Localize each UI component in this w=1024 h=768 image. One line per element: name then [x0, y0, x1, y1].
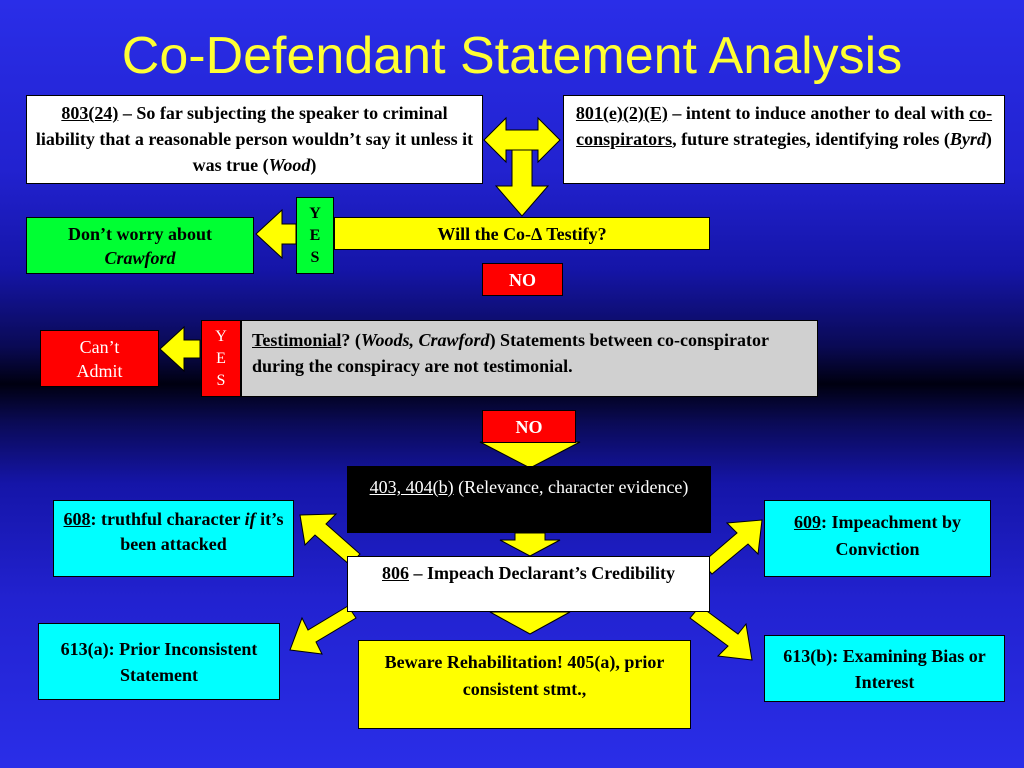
dont-worry-crawford-box: Don’t worry about Crawford [26, 217, 254, 274]
testimonial-box: Testimonial? (Woods, Crawford) Statement… [241, 320, 818, 397]
rule-608-text-b: it’s been attacked [120, 509, 284, 554]
yes-letter-s: S [216, 371, 226, 389]
rule-609-text: : Impeachment by Conviction [821, 512, 961, 559]
rule-608-if: if [244, 509, 256, 529]
case-byrd: Byrd [949, 129, 986, 149]
yes-letter-e: E [216, 349, 226, 367]
case-crawford: Crawford [104, 247, 176, 268]
rule-608-label: 608 [63, 509, 91, 529]
arrow-to-613a [289, 605, 357, 655]
yes-badge-middle: Y E S [201, 320, 241, 397]
cant-admit-line2: Admit [76, 360, 123, 381]
rule-803-24-box: 803(24) – So far subjecting the speaker … [26, 95, 483, 184]
rule-801-text-b: , future strategies, identifying roles ( [672, 129, 950, 149]
rule-403-404-text: (Relevance, character evidence) [453, 477, 689, 497]
arrow-down-to-806 [499, 532, 561, 557]
rule-608-box: 608: truthful character if it’s been att… [53, 500, 294, 577]
no-text-lower: NO [515, 416, 543, 437]
arrow-left-to-green [255, 208, 297, 260]
rule-609-box: 609: Impeachment by Conviction [764, 500, 991, 577]
arrow-down-to-rehab [489, 611, 571, 635]
arrow-to-609 [701, 519, 763, 575]
rule-801-label: 801(e)(2)(E) [575, 103, 668, 123]
cant-admit-box: Can’t Admit [40, 330, 159, 387]
testify-question-box: Will the Co-∆ Testify? [334, 217, 710, 250]
rule-803-24-text: – So far subjecting the speaker to crimi… [35, 103, 474, 175]
rule-403-404-box: 403, 404(b) (Relevance, character eviden… [347, 466, 711, 533]
rule-801-box: 801(e)(2)(E) – intent to induce another … [563, 95, 1005, 184]
testimonial-q: ? ( [341, 330, 361, 350]
case-wood: Wood [268, 155, 311, 175]
yes-letter-y: Y [309, 204, 321, 222]
rule-613b-box: 613(b): Examining Bias or Interest [764, 635, 1005, 702]
yes-badge-upper: Y E S [296, 197, 334, 274]
slide-title: Co-Defendant Statement Analysis [121, 27, 903, 85]
arrow-left-to-cant-admit [159, 325, 201, 373]
rule-609-label: 609 [794, 512, 821, 532]
arrow-down-to-question [494, 149, 550, 217]
no-badge-upper: NO [482, 263, 563, 296]
rule-806-box: 806 – Impeach Declarant’s Credibility [347, 556, 710, 612]
rule-806-text: – Impeach Declarant’s Credibility [409, 563, 675, 583]
yes-letter-s: S [310, 248, 320, 266]
rule-608-text-a: : truthful character [90, 509, 245, 529]
rule-803-24-close: ) [310, 155, 317, 175]
dont-worry-text: Don’t worry about [68, 223, 212, 244]
testify-question-text: Will the Co-∆ Testify? [437, 223, 607, 244]
yes-letter-e: E [309, 226, 321, 244]
no-badge-lower: NO [482, 410, 576, 443]
co-conspirators-term: co-conspirators [576, 103, 993, 149]
rule-806-label: 806 [382, 563, 409, 583]
rehabilitation-text: Beware Rehabilitation! 405(a), prior con… [384, 652, 665, 699]
rule-613a-box: 613(a): Prior Inconsistent Statement [38, 623, 280, 700]
rule-613b-text: 613(b): Examining Bias or Interest [783, 645, 986, 692]
double-arrow-top [483, 116, 561, 164]
rehabilitation-box: Beware Rehabilitation! 405(a), prior con… [358, 640, 691, 729]
no-text-upper: NO [509, 269, 536, 290]
rule-613a-text: 613(a): Prior Inconsistent Statement [60, 638, 258, 685]
arrow-to-613b [689, 605, 753, 661]
yes-letter-y: Y [215, 327, 227, 345]
cant-admit-line1: Can’t [79, 336, 120, 357]
rule-801-text-a: – intent to induce another to deal with [667, 103, 970, 123]
testimonial-term: Testimonial [252, 330, 342, 350]
testimonial-text: ) Statements between co-conspirator duri… [252, 330, 769, 376]
rule-403-404-label: 403, 404(b) [369, 477, 454, 497]
rule-803-24-label: 803(24) [61, 103, 119, 123]
cases-woods-crawford: Woods, Crawford [360, 330, 490, 350]
arrow-down-to-403 [479, 441, 581, 469]
rule-801-close: ) [985, 129, 992, 149]
